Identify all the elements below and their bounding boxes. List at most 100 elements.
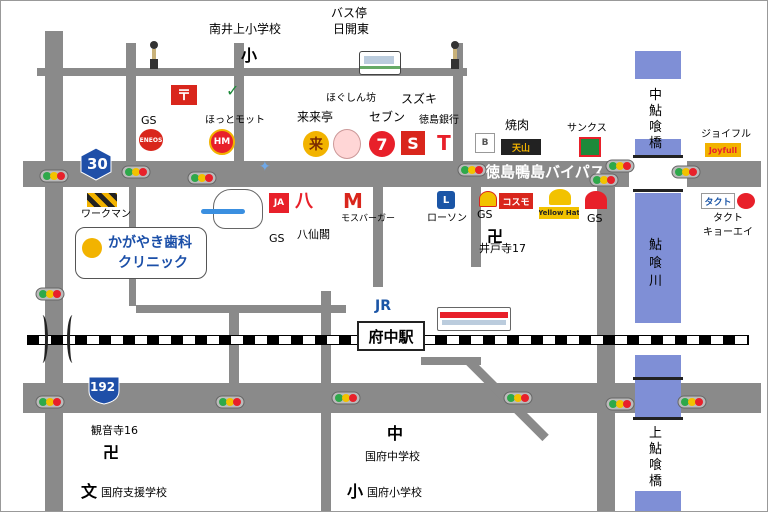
label-raikuritei: 来来亭 (297, 110, 334, 124)
taku-logo: タクト (701, 193, 735, 209)
label-kofu-elementary: 国府小学校 (367, 486, 422, 499)
label-tokushima-bank: 徳島銀行 (419, 115, 459, 126)
bus-stop-sign-icon (451, 41, 459, 71)
road-vertical-right-mid (597, 187, 615, 383)
sunkus-logo (579, 137, 601, 157)
label-joyful: ジョイフル (701, 129, 751, 140)
road-top-vertical-right (453, 43, 463, 163)
cosmo-logo: コスモ (499, 193, 533, 209)
traffic-signal-icon (671, 165, 701, 179)
clinic-sun-icon (82, 238, 102, 258)
traffic-signal-icon (503, 391, 533, 405)
road-station-lower (421, 357, 481, 365)
traffic-signal-icon (35, 287, 65, 301)
fuchu-station[interactable]: 府中駅 (357, 321, 425, 351)
label-kami-ayuba-bridge-2: 鮎 (649, 442, 663, 457)
river-bank-line (633, 189, 683, 192)
road-mid-horizontal (136, 305, 346, 313)
bus-icon (359, 51, 401, 75)
train-icon (437, 307, 511, 331)
road-top-horizontal (37, 68, 467, 76)
road-top-left-vertical (126, 43, 136, 181)
river-bank-line (633, 417, 683, 420)
route-192-shield (88, 376, 120, 405)
raikuritei-logo: 来 (303, 131, 329, 157)
bus-stop-sign-icon (150, 41, 158, 71)
bypass-label: 徳島鴨島バイパス (485, 163, 605, 181)
label-idoji: 井戸寺17 (479, 242, 526, 255)
b-logo: B (475, 133, 495, 153)
traffic-signal-icon (39, 169, 69, 183)
road-top-vertical-center (234, 43, 244, 163)
yellowhat-logo: Yellow Hat (539, 207, 579, 219)
label-kyoei: キョーエイ (703, 227, 753, 238)
shell-logo (479, 191, 497, 207)
label-kami-ayuba-bridge-1: 上 (649, 426, 663, 441)
label-kami-ayuba-bridge-4: 橋 (649, 474, 663, 489)
clinic-name-line2: クリニック (118, 255, 188, 271)
lawson-logo: L (437, 191, 455, 209)
clinic-name-line1: かがやき歯科 (108, 235, 192, 251)
tokushima-bank-logo: T (437, 131, 451, 155)
traffic-signal-icon (605, 159, 635, 173)
hachi-logo: 八 (295, 191, 313, 211)
label-taku: タクト (713, 213, 743, 224)
route-30-shield (80, 147, 112, 181)
label-bus-stop-name: 日開東 (333, 22, 370, 36)
label-hottomotto: ほっとモット (205, 115, 265, 126)
label-mos: モスバーガー (341, 214, 396, 224)
road-vertical-center-top (373, 187, 383, 287)
workman-logo (87, 193, 117, 207)
temple-icon: 卍 (103, 443, 120, 462)
label-kofu-junior-high: 国府中学校 (365, 450, 420, 463)
label-naka-ayuba-bridge-3: 喰 (649, 120, 663, 135)
elementary-mark: 小 (347, 482, 364, 501)
ja-mark-icon: ✓ (226, 81, 240, 100)
hm-logo: HM (209, 129, 235, 155)
label-ayukui-river-1: 鮎 (649, 238, 663, 253)
crossing-marker (67, 315, 78, 363)
route-192-number: 192 (90, 380, 116, 394)
label-kannonji: 観音寺16 (91, 424, 138, 437)
label-gs-right: GS (587, 212, 603, 225)
ja-logo: JA (269, 193, 289, 213)
gs-right-logo (585, 191, 607, 209)
post-office-icon: 〒 (171, 85, 197, 105)
label-workman: ワークマン (81, 209, 131, 220)
river-bank-line (633, 155, 683, 158)
road-left-vertical (45, 31, 63, 511)
label-seven: セブン (369, 110, 406, 124)
tenzan-logo: 天山 (501, 139, 541, 155)
label-hogushinbo: ほぐしん坊 (326, 93, 376, 104)
label-naka-ayuba-bridge-4: 橋 (649, 136, 663, 151)
label-sunkus: サンクス (567, 123, 607, 134)
jr-logo: JR (375, 298, 391, 314)
school-mark: 小 (241, 46, 258, 65)
label-kami-ayuba-bridge-3: 喰 (649, 458, 663, 473)
eneos-logo: ENEOS (139, 129, 163, 151)
road-vertical-idoji (471, 187, 481, 267)
label-suzuki: スズキ (401, 92, 438, 106)
label-ayukui-river-3: 川 (649, 274, 663, 289)
crossing-marker (37, 315, 48, 363)
traffic-signal-icon (121, 165, 151, 179)
traffic-signal-icon (589, 173, 619, 187)
traffic-signal-icon (457, 163, 487, 177)
junior-high-mark: 中 (387, 424, 404, 443)
sparkle-icon: ✦ (259, 159, 271, 175)
yellowhat-hat-icon (549, 189, 571, 205)
label-ayukui-river-2: 喰 (649, 256, 663, 271)
seven-logo: 7 (369, 131, 395, 157)
hogushinbo-mascot-icon (333, 129, 361, 159)
traffic-signal-icon (35, 395, 65, 409)
label-naka-ayuba-bridge-2: 鮎 (649, 104, 663, 119)
label-kofu-support-school: 国府支援学校 (101, 486, 167, 499)
label-hachisenkaku: 八仙閣 (297, 228, 330, 241)
label-naka-ayuba-bridge-1: 中 (649, 88, 663, 103)
suzuki-logo: S (401, 131, 425, 155)
toothbrush-icon (201, 209, 245, 214)
temple-icon: 卍 (487, 227, 504, 246)
traffic-signal-icon (677, 395, 707, 409)
clinic-callout[interactable]: かがやき歯科 クリニック (75, 227, 207, 279)
traffic-signal-icon (331, 391, 361, 405)
